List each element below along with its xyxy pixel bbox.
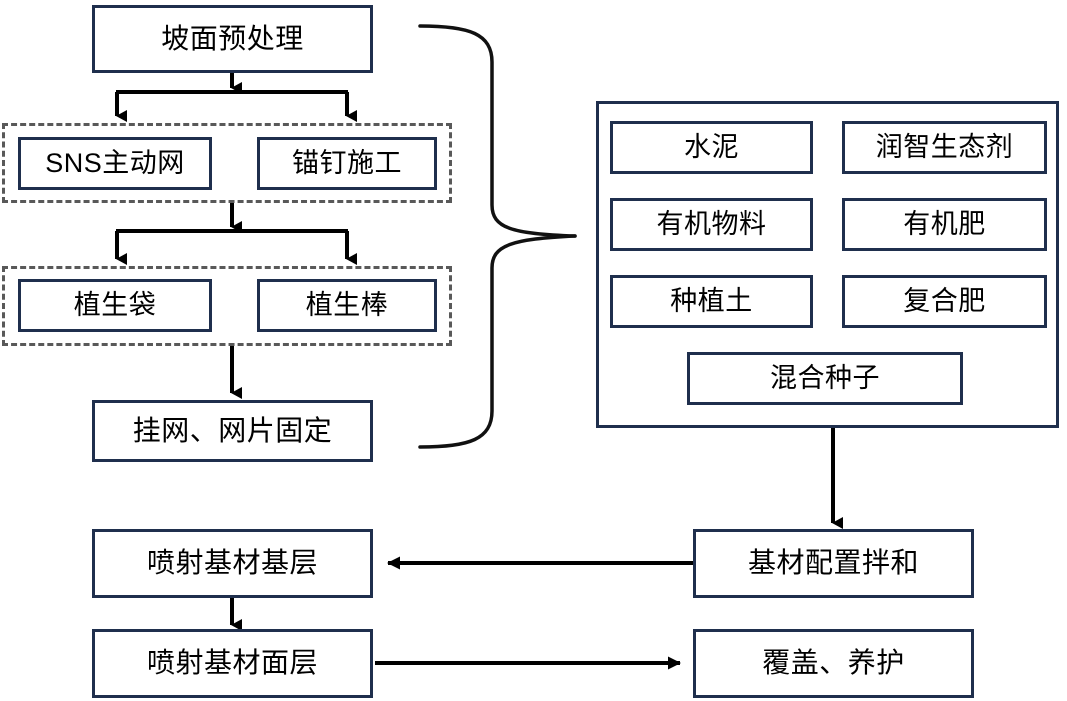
node-spray-base-layer[interactable]: 喷射基材基层 (92, 529, 373, 598)
group-vegetation-stage (2, 266, 452, 346)
material-box-compound-fertilizer[interactable]: 复合肥 (842, 275, 1047, 328)
material-box-organic-fertilizer[interactable]: 有机肥 (842, 198, 1047, 251)
curly-brace-connector (418, 24, 577, 449)
material-box-cement[interactable]: 水泥 (610, 121, 813, 174)
arrow-pretreatment-down (115, 73, 357, 122)
material-box-planting-soil[interactable]: 种植土 (610, 275, 813, 328)
material-box-organic-material[interactable]: 有机物料 (610, 198, 813, 251)
node-substrate-mixing[interactable]: 基材配置拌和 (693, 529, 974, 598)
node-anchor-construction[interactable]: 锚钉施工 (257, 137, 437, 190)
node-spray-surface-layer[interactable]: 喷射基材面层 (92, 629, 373, 698)
material-box-mixed-seeds[interactable]: 混合种子 (687, 352, 963, 405)
node-vegetation-bag[interactable]: 植生袋 (18, 279, 212, 332)
group-anchor-stage (2, 123, 452, 203)
node-sns-active-net[interactable]: SNS主动网 (18, 137, 212, 190)
arrow-anchor-group-down (115, 203, 357, 265)
node-slope-pretreatment[interactable]: 坡面预处理 (92, 5, 373, 73)
node-cover-maintenance[interactable]: 覆盖、养护 (693, 629, 974, 698)
node-net-hanging-fixing[interactable]: 挂网、网片固定 (92, 400, 373, 462)
node-vegetation-stick[interactable]: 植生棒 (257, 279, 437, 332)
material-box-runzhi-eco-agent[interactable]: 润智生态剂 (842, 121, 1047, 174)
